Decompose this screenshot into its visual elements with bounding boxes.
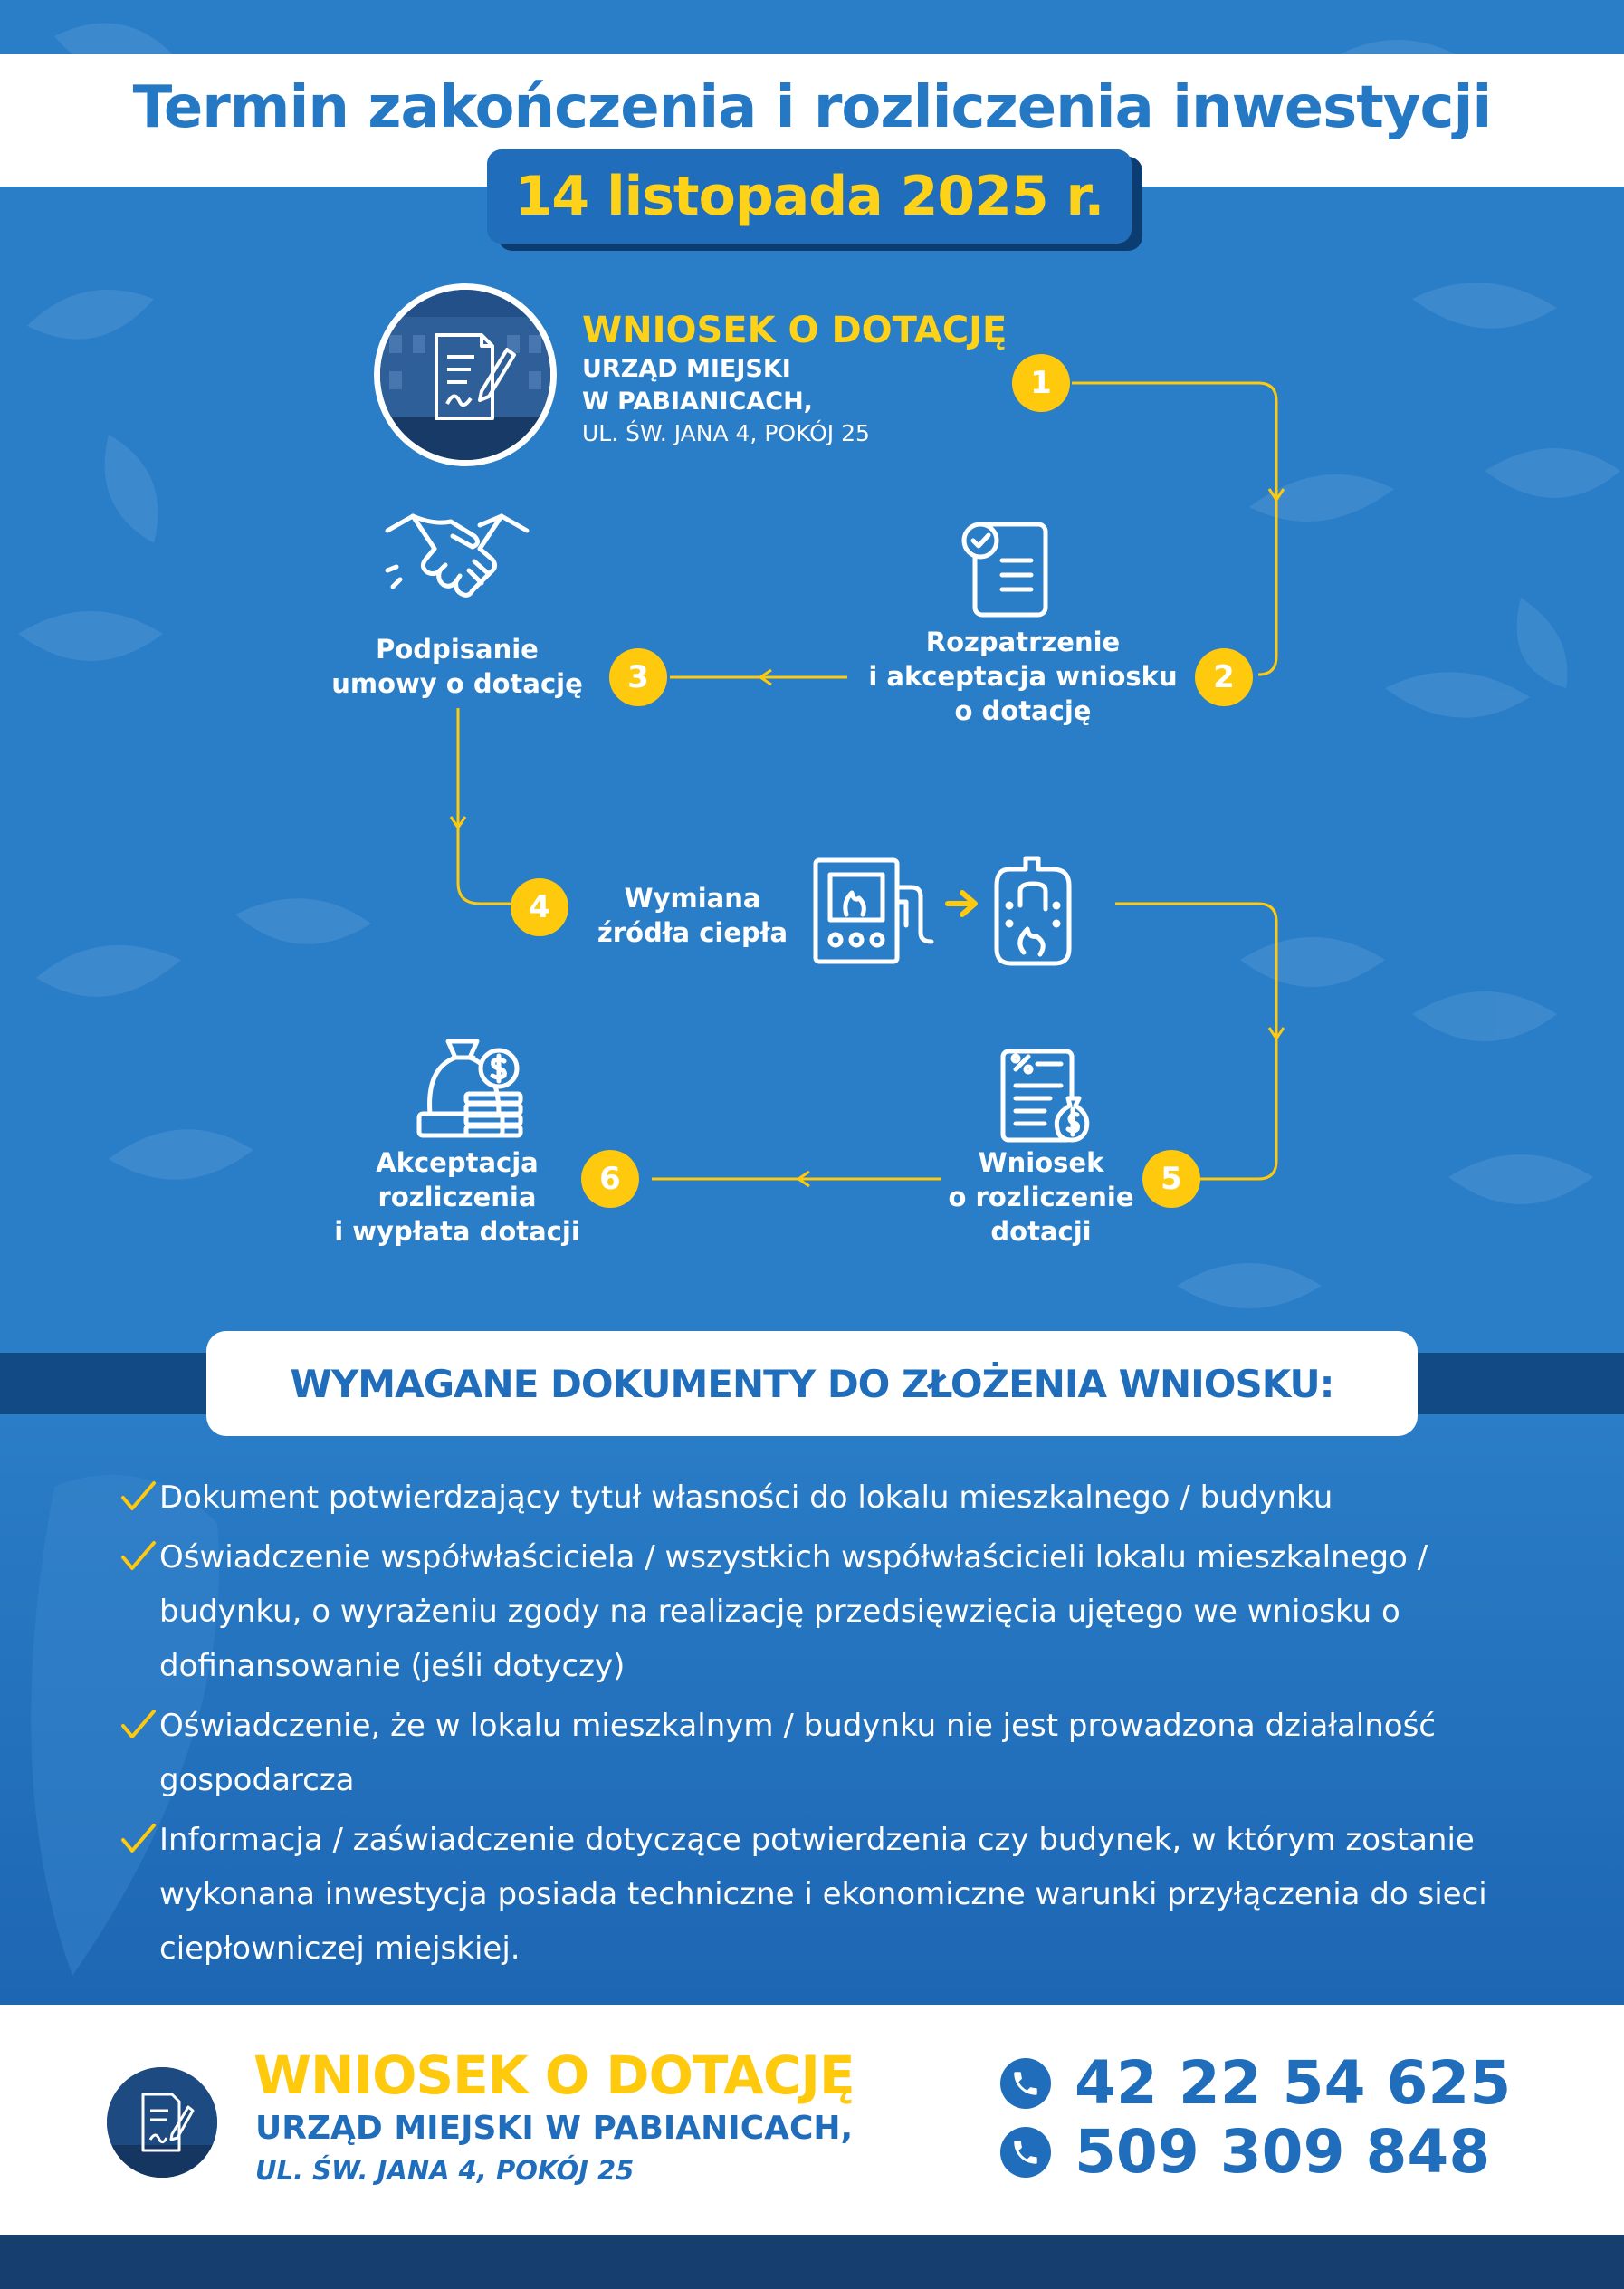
document-item-text: Oświadczenie współwłaściciela / wszystki… bbox=[159, 1539, 1428, 1684]
process-connector-lines bbox=[449, 381, 1285, 1188]
step-3-line-2: umowy o dotację bbox=[331, 668, 583, 699]
money-bag-coins-icon bbox=[416, 1039, 523, 1138]
checkmark-icon bbox=[121, 1481, 156, 1510]
step-6-number-badge: 6 bbox=[581, 1150, 639, 1208]
phone-icon bbox=[1000, 2057, 1051, 2109]
phone-row-1: 42 22 54 625 bbox=[1000, 2048, 1511, 2118]
step-2-number-badge: 2 bbox=[1195, 648, 1253, 706]
city-hall-photo-circle bbox=[374, 283, 557, 466]
checkmark-icon bbox=[121, 1824, 156, 1853]
step-2-line-3: o dotację bbox=[954, 695, 1092, 726]
phone-number[interactable]: 42 22 54 625 bbox=[1075, 2048, 1512, 2118]
list-item: Oświadczenie, że w lokalu mieszkalnym / … bbox=[119, 1699, 1532, 1807]
phone-number[interactable]: 509 309 848 bbox=[1075, 2117, 1491, 2187]
step-1-line-2: W PABIANICACH, bbox=[582, 388, 813, 416]
step-6-line-2: rozliczenia bbox=[377, 1182, 537, 1212]
page-title: Termin zakończenia i rozliczenia inwesty… bbox=[132, 74, 1493, 141]
document-sign-icon bbox=[380, 290, 550, 460]
documents-header: WYMAGANE DOKUMENTY DO ZŁOŻENIA WNIOSKU: bbox=[206, 1331, 1418, 1436]
step-5-line-1: Wniosek bbox=[978, 1147, 1104, 1178]
step-5-line-2: o rozliczenie bbox=[948, 1182, 1134, 1212]
document-item-text: Informacja / zaświadczenie dotyczące pot… bbox=[159, 1822, 1487, 1967]
list-item: Dokument potwierdzający tytuł własności … bbox=[119, 1470, 1532, 1525]
step-1-line-3: UL. ŚW. JANA 4, POKÓJ 25 bbox=[582, 420, 870, 446]
step-6-line-1: Akceptacja bbox=[376, 1147, 539, 1178]
document-item-text: Dokument potwierdzający tytuł własności … bbox=[159, 1480, 1333, 1516]
checkmark-icon bbox=[121, 1541, 156, 1570]
footer-photo-circle bbox=[107, 2067, 217, 2178]
list-item: Informacja / zaświadczenie dotyczące pot… bbox=[119, 1813, 1532, 1976]
step-1-number-badge: 1 bbox=[1012, 354, 1070, 412]
step-4-number-badge: 4 bbox=[511, 878, 568, 936]
document-item-text: Oświadczenie, że w lokalu mieszkalnym / … bbox=[159, 1708, 1436, 1798]
documents-title: WYMAGANE DOKUMENTY DO ZŁOŻENIA WNIOSKU: bbox=[290, 1361, 1335, 1406]
footer bbox=[0, 2005, 1624, 2235]
footer-strip bbox=[0, 2235, 1624, 2289]
phone-row-2: 509 309 848 bbox=[1000, 2117, 1490, 2187]
stove-to-boiler-icon bbox=[813, 856, 1072, 966]
step-5-number-badge: 5 bbox=[1142, 1150, 1200, 1208]
step-4-line-2: źródła ciepła bbox=[597, 917, 788, 948]
step-5-line-3: dotacji bbox=[990, 1216, 1092, 1247]
deadline-pill: 14 listopada 2025 r. bbox=[487, 149, 1132, 244]
step-3-line-1: Podpisanie bbox=[376, 634, 539, 665]
invoice-money-icon bbox=[1000, 1049, 1090, 1143]
footer-address: UL. ŚW. JANA 4, POKÓJ 25 bbox=[255, 2155, 635, 2186]
step-6-line-3: i wypłata dotacji bbox=[334, 1216, 580, 1247]
handshake-icon bbox=[385, 513, 530, 598]
step-2-line-2: i akceptacja wniosku bbox=[868, 661, 1178, 692]
deadline-text: 14 listopada 2025 r. bbox=[514, 165, 1105, 228]
documents-list: Dokument potwierdzający tytuł własności … bbox=[119, 1470, 1532, 1981]
leaf-shape-decoration bbox=[31, 1474, 220, 1976]
footer-title: WNIOSEK O DOTACJĘ bbox=[253, 2045, 855, 2106]
list-item: Oświadczenie współwłaściciela / wszystki… bbox=[119, 1530, 1532, 1693]
footer-office: URZĄD MIEJSKI W PABIANICACH, bbox=[255, 2110, 854, 2147]
document-check-icon bbox=[961, 522, 1048, 618]
step-4-line-1: Wymiana bbox=[624, 883, 761, 914]
step-2-line-1: Rozpatrzenie bbox=[925, 627, 1121, 657]
step-1-title: WNIOSEK O DOTACJĘ bbox=[582, 310, 1008, 351]
document-sign-icon bbox=[107, 2067, 217, 2178]
step-3-number-badge: 3 bbox=[609, 648, 667, 706]
step-1-line-1: URZĄD MIEJSKI bbox=[582, 355, 791, 383]
documents-background bbox=[0, 1414, 1624, 2005]
phone-icon bbox=[1000, 2126, 1051, 2178]
checkmark-icon bbox=[121, 1710, 156, 1738]
